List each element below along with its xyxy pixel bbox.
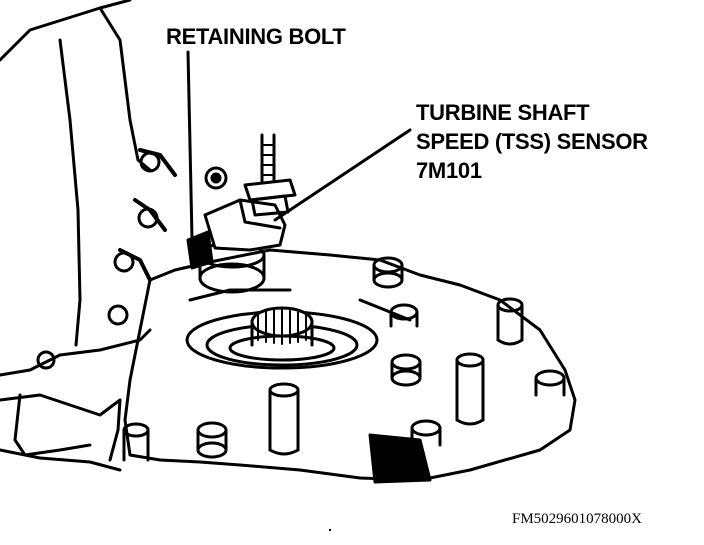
- tss-label-line-3: 7M101: [416, 158, 482, 183]
- tss-sensor-label: TURBINE SHAFT SPEED (TSS) SENSOR 7M101: [416, 98, 648, 185]
- cover-plate: [123, 248, 577, 482]
- retaining-bolt-leader: [186, 50, 194, 240]
- case-bolts: [36, 151, 228, 370]
- dowel-pins: [122, 297, 524, 462]
- tss-sensor-assembly: [186, 198, 287, 294]
- tss-label-line-1: TURBINE SHAFT: [416, 100, 590, 125]
- transmission-case: [0, 0, 177, 472]
- central-hub: [185, 306, 379, 370]
- figure-code: FM5029601078000X: [512, 511, 643, 527]
- threaded-stud: [243, 133, 297, 217]
- plate-bolts: [196, 256, 566, 459]
- tss-sensor-leader: [273, 128, 412, 222]
- cover-tab: [368, 433, 432, 484]
- tss-label-line-2: SPEED (TSS) SENSOR: [416, 129, 648, 154]
- retaining-bolt-label: RETAINING BOLT: [166, 24, 346, 49]
